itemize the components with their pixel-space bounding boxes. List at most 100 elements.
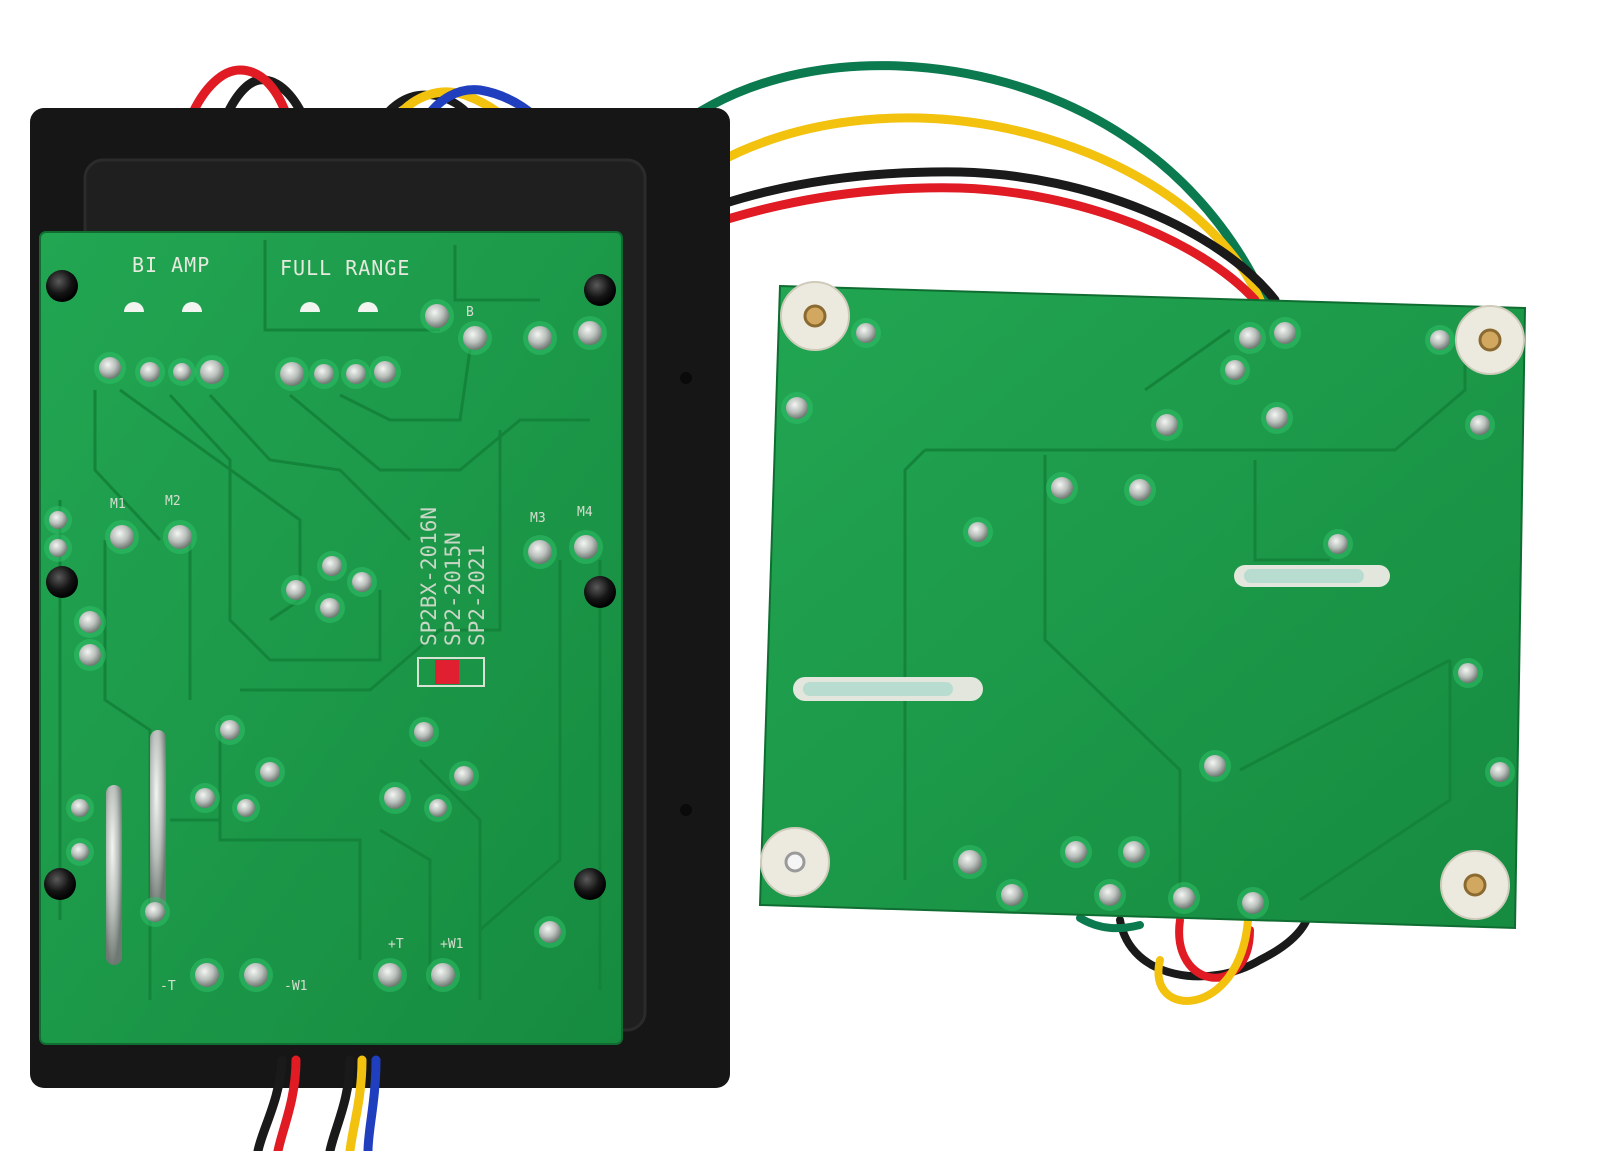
full-range-label: FULL RANGE [280, 256, 410, 280]
m2-label: M2 [165, 494, 181, 509]
led-holes [124, 302, 378, 312]
screw-head [46, 566, 78, 598]
solder-joint [574, 535, 598, 559]
jumper-wire-1 [106, 785, 122, 965]
jumper-wire-2 [150, 730, 166, 910]
solder-joint [1099, 884, 1121, 906]
solder-joint [1129, 479, 1151, 501]
solder-joint [79, 611, 101, 633]
solder-joint [195, 963, 219, 987]
solder-joint [71, 843, 89, 861]
solder-joint [220, 720, 240, 740]
solder-joint [49, 539, 67, 557]
slot-left-inner [803, 682, 953, 696]
solder-joint [260, 762, 280, 782]
solder-joint [1051, 477, 1073, 499]
solder-joint [1156, 414, 1178, 436]
model-number-3: SP2-2021 [465, 545, 489, 646]
solder-joint [1239, 327, 1261, 349]
left-pcb-traces [58, 240, 602, 1000]
solder-joint [280, 362, 304, 386]
m1-label: M1 [110, 497, 126, 512]
solder-joint [49, 511, 67, 529]
model-number-2: SP2-2015N [441, 532, 465, 646]
solder-joint [414, 722, 434, 742]
solder-joint [425, 304, 449, 328]
solder-joint [856, 323, 876, 343]
solder-joints [44, 299, 1515, 992]
m4-label: M4 [577, 505, 593, 520]
screw-head [584, 576, 616, 608]
solder-joint [786, 397, 808, 419]
minus-w1-label: -W1 [284, 979, 307, 994]
solder-joint [1123, 841, 1145, 863]
solder-joint [320, 598, 340, 618]
plus-t-label: +T [388, 937, 404, 952]
solder-joint [168, 525, 192, 549]
solder-joint [1065, 841, 1087, 863]
solder-joint [578, 321, 602, 345]
solder-joint [384, 787, 406, 809]
solder-joint [1001, 884, 1023, 906]
left-crossover-pcb: BI AMP FULL RANGE B M1 M2 M3 M4 -T -W1 +… [39, 231, 623, 1045]
screw-head [44, 868, 76, 900]
solder-joint [1204, 755, 1226, 777]
solder-joint [429, 799, 447, 817]
solder-joint [1328, 534, 1348, 554]
solder-joint [237, 799, 255, 817]
solder-joint [1470, 415, 1490, 435]
minus-t-label: -T [160, 979, 176, 994]
solder-joint [539, 921, 561, 943]
plus-w1-label: +W1 [440, 937, 463, 952]
qc-box [417, 657, 485, 687]
screw-head [574, 868, 606, 900]
screw-head [584, 274, 616, 306]
solder-joint [140, 362, 160, 382]
solder-joint [1458, 663, 1478, 683]
bi-amp-label: BI AMP [132, 253, 210, 277]
solder-joint [1430, 330, 1450, 350]
solder-joint [322, 556, 342, 576]
qc-red-mark [435, 660, 459, 684]
solder-joint [378, 963, 402, 987]
solder-joint [1225, 360, 1245, 380]
solder-joint [431, 963, 455, 987]
pcb-screws [44, 270, 616, 900]
m3-label: M3 [530, 511, 546, 526]
b-label: B [466, 305, 474, 320]
solder-joint [286, 580, 306, 600]
bottom-wire-bundle-left [253, 1055, 381, 1151]
solder-joint [244, 963, 268, 987]
solder-joint [173, 363, 191, 381]
slot-right-inner [1244, 569, 1364, 583]
solder-joint [374, 361, 396, 383]
solder-joint [200, 360, 224, 384]
solder-joint [110, 525, 134, 549]
right-crossover-pcb [758, 281, 1527, 930]
solder-joint [145, 902, 165, 922]
solder-joint [1266, 407, 1288, 429]
solder-joint [463, 326, 487, 350]
solder-joint [1490, 762, 1510, 782]
solder-joint [352, 572, 372, 592]
solder-joint [1173, 887, 1195, 909]
solder-joint [71, 799, 89, 817]
solder-joint [958, 850, 982, 874]
solder-joint [79, 644, 101, 666]
solder-joint [968, 522, 988, 542]
solder-joint [99, 357, 121, 379]
model-number-1: SP2BX-2016N [417, 507, 441, 646]
screw-head [46, 270, 78, 302]
solder-joint [1274, 322, 1296, 344]
solder-joint [454, 766, 474, 786]
bottom-wire-bundle-right [1076, 901, 1314, 1005]
solder-joint [528, 326, 552, 350]
solder-joint [195, 788, 215, 808]
solder-joint [314, 364, 334, 384]
solder-joint [346, 364, 366, 384]
solder-joint [528, 540, 552, 564]
mounting-standoffs [760, 281, 1525, 920]
solder-joint [1242, 892, 1264, 914]
